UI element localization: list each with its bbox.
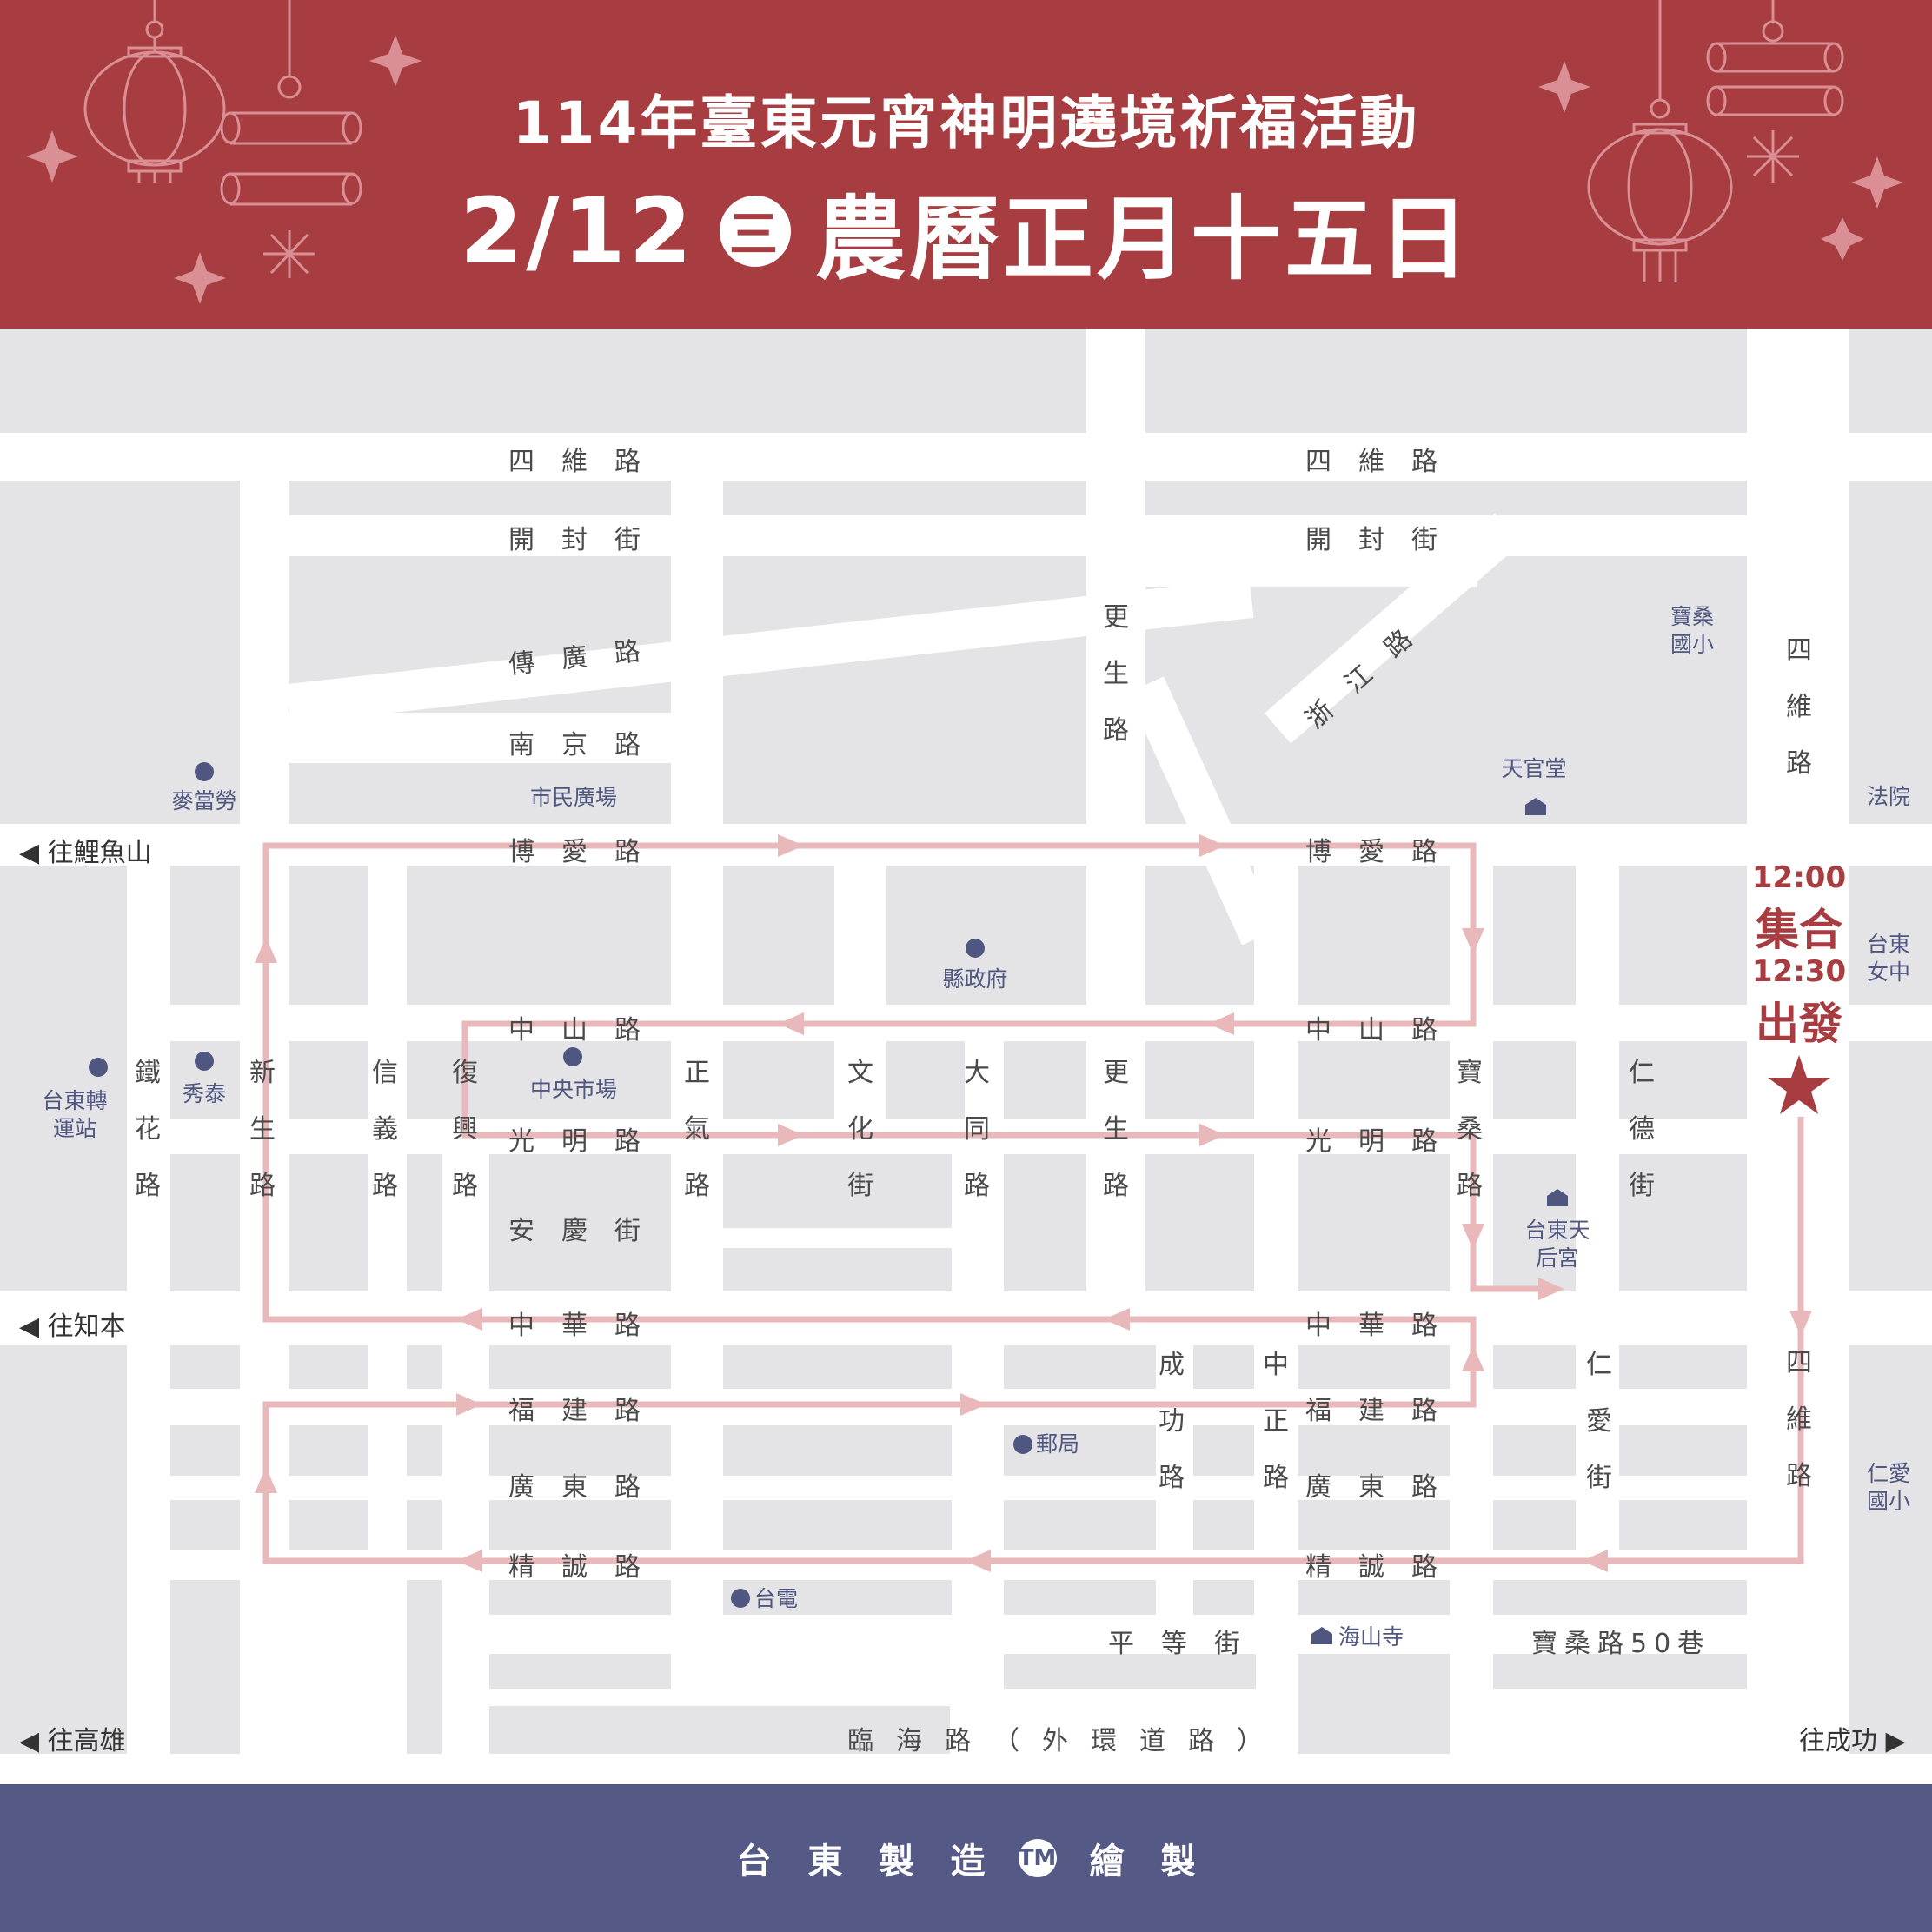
street-zhongshan-east: 中山路 [1305,1015,1464,1046]
event-date: 2/12 三 農曆正月十五日 [0,165,1932,296]
street-siwei-west: 四維路 [508,447,667,477]
event-title: 114年臺東元宵神明遶境祈福活動 [512,90,1420,156]
landmark-central-market: 中央市場 [529,1077,617,1102]
street-guangdong-west: 廣東路 [508,1472,667,1503]
street-xinsheng: 新生路 [249,1058,276,1201]
street-xinyi: 信義路 [372,1058,398,1201]
street-guangming-west: 光明路 [508,1126,667,1157]
direction-liyushan: ◀ 往鯉魚山 [19,838,152,868]
landmark-taipower: 台電 [754,1586,799,1611]
footer-char: 製 [879,1842,914,1882]
gather-label: 集合 [1756,905,1842,955]
depart-time: 12:30 [1751,954,1847,989]
street-wenhua: 文化街 [847,1058,873,1201]
landmark-baosang-elementary: 寶桑國小 [1670,604,1714,657]
street-guangdong-east: 廣東路 [1305,1472,1464,1503]
landmark-tianguan-temple: 天官堂 [1501,756,1567,781]
street-baosang-lane50: 寶桑路50巷 [1531,1629,1711,1659]
landmark-civic-plaza: 市民廣場 [529,785,617,810]
route-arrows [255,834,1812,1572]
landmark-haishan-temple: 海山寺 [1338,1624,1404,1650]
footer-char: 繪 [1089,1842,1125,1882]
street-siwei-vertical-north: 四維路 [1786,635,1812,779]
street-linhai: 臨海路（外環道路） [847,1726,1285,1756]
landmark-county-government: 縣政府 [942,966,1008,992]
direction-zhiben: ◀ 往知本 [19,1311,126,1342]
street-kaifeng-east: 開封街 [1305,525,1464,555]
street-boai-west: 博愛路 [508,837,667,867]
date-text: 2/12 [459,177,696,284]
direction-chenggong: 往成功 ▶ [1799,1726,1906,1756]
street-map-graphic [0,329,1932,1754]
street-fujian-east: 福建路 [1305,1396,1464,1426]
landmark-tianhou-temple: 台東天后宮 [1524,1218,1590,1271]
landmark-court: 法院 [1866,784,1910,809]
landmark-taitung-girls-school: 台東女中 [1866,932,1910,985]
street-fuxing: 復興路 [452,1058,478,1201]
route-map: 四維路 四維路 開封街 開封街 傳廣路 南京路 浙江路 博愛路 博愛路 中山路 … [0,329,1932,1784]
street-zhongzheng: 中正路 [1263,1350,1289,1493]
lunar-date: 農曆正月十五日 [815,186,1473,292]
street-zhongshan-west: 中山路 [508,1015,667,1046]
street-jingcheng-west: 精誠路 [508,1552,667,1583]
footer-char: 製 [1160,1842,1196,1882]
header-banner: 114年臺東元宵神明遶境祈福活動 2/12 三 農曆正月十五日 [0,0,1932,329]
landmark-bus-station: 台東轉運站 [42,1088,108,1141]
footer-char: 造 [950,1842,986,1882]
street-renai: 仁愛街 [1586,1350,1612,1493]
start-star-icon [1768,1055,1830,1114]
landmark-xiutai: 秀泰 [182,1081,226,1106]
street-boai-east: 博愛路 [1305,837,1464,867]
street-fujian-west: 福建路 [508,1396,667,1426]
street-anqing: 安慶街 [508,1216,667,1246]
street-siwei-east: 四維路 [1305,447,1464,477]
city-blocks [0,329,1932,1754]
street-siwei-vertical-south: 四維路 [1786,1348,1812,1491]
street-zhonghua-west: 中華路 [508,1311,667,1341]
street-datong: 大同路 [964,1058,990,1201]
street-gengsheng-south: 更生路 [1103,1058,1129,1201]
street-rende: 仁德街 [1629,1058,1655,1201]
weekday-badge: 三 [720,195,792,267]
street-zhengqi: 正氣路 [684,1058,710,1201]
procession-route [262,842,1804,1564]
landmark-mcdonalds: 麥當勞 [171,788,237,813]
street-guangming-east: 光明路 [1305,1126,1464,1157]
footer-char: 台 [736,1842,772,1882]
landmark-renai-elementary: 仁愛國小 [1866,1461,1910,1514]
footer-char: 東 [807,1842,843,1882]
street-jingcheng-east: 精誠路 [1305,1552,1464,1583]
street-baosang: 寶桑路 [1457,1058,1483,1201]
street-pingdeng: 平等街 [1108,1629,1267,1659]
depart-label: 出發 [1756,999,1842,1049]
street-chenggong: 成功路 [1159,1350,1185,1493]
street-nanjing: 南京路 [508,730,667,760]
direction-kaohsiung: ◀ 往高雄 [19,1726,126,1756]
brand-logo-icon: TM [1018,1839,1057,1877]
lantern-decoration-icon [26,0,1903,304]
street-tiehua: 鐵花路 [135,1058,161,1201]
street-kaifeng-west: 開封街 [508,525,667,555]
landmark-post-office: 郵局 [1036,1431,1080,1457]
street-zhonghua-east: 中華路 [1305,1311,1464,1341]
gather-time: 12:00 [1751,860,1847,895]
street-gengsheng-north: 更生路 [1103,602,1129,746]
footer-credit: 台 東 製 造 TM 繪 製 [0,1784,1932,1932]
landmark-dots [89,762,1568,1644]
